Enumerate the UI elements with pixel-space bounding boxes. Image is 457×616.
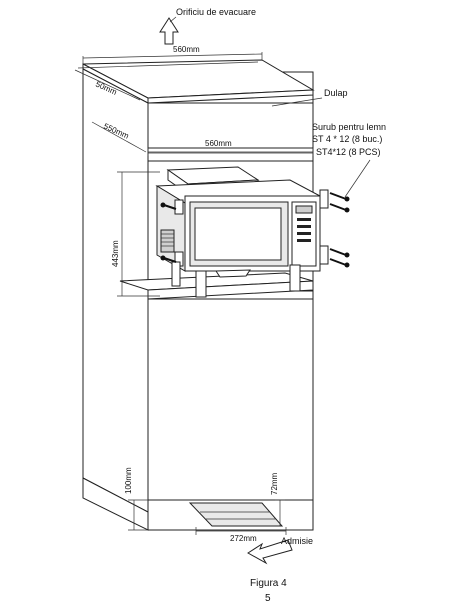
bracket-top-right bbox=[319, 189, 329, 209]
oven-side-grille bbox=[160, 229, 175, 253]
dim-height-label: 443mm bbox=[111, 240, 120, 267]
oven-side-grille-lines bbox=[161, 233, 174, 247]
bracket-top-left bbox=[174, 199, 184, 215]
dim-bottom-height-label: 100mm bbox=[124, 467, 133, 494]
bracket-bottom-right bbox=[319, 245, 329, 265]
dim-vent-width bbox=[195, 527, 287, 535]
exhaust-leader bbox=[169, 16, 177, 23]
oven-door-inner bbox=[194, 207, 282, 261]
oven-display bbox=[295, 205, 313, 214]
screw-icon bbox=[329, 258, 350, 268]
cabinet-leader bbox=[271, 97, 323, 107]
dim-top-width-label: 560mm bbox=[173, 45, 200, 54]
oven bbox=[155, 166, 329, 298]
dim-bottom-height bbox=[128, 499, 148, 531]
intake-label: Admisie bbox=[281, 536, 313, 546]
oven-leg bbox=[171, 261, 181, 287]
exhaust-arrow-icon bbox=[159, 17, 179, 45]
oven-leg bbox=[195, 270, 207, 298]
screw-spec: ST 4 * 12 (8 buc.) bbox=[312, 134, 382, 144]
screws bbox=[160, 192, 350, 268]
screw-icon bbox=[160, 255, 177, 263]
dim-depth bbox=[91, 121, 147, 153]
screw-spec-ghost: ST4*12 (8 PCS) bbox=[316, 147, 381, 157]
screw-icon bbox=[329, 248, 350, 258]
screw-icon bbox=[160, 202, 177, 210]
dim-top-width bbox=[77, 52, 263, 69]
cabinet-front-lower bbox=[147, 298, 314, 501]
screw-title: Surub pentru lemn bbox=[312, 122, 386, 132]
page-number-fragment: 5 bbox=[265, 593, 271, 604]
dim-vent-width-label: 272mm bbox=[230, 534, 257, 543]
oven-foot bbox=[215, 269, 251, 278]
screw-leader bbox=[344, 159, 371, 198]
oven-leg bbox=[289, 264, 301, 292]
exhaust-label: Orificiu de evacuare bbox=[176, 7, 256, 17]
dim-height bbox=[117, 171, 160, 297]
intake-vent bbox=[188, 502, 284, 527]
dim-vent-height-label: 72mm bbox=[270, 472, 279, 495]
dim-vent-height bbox=[275, 499, 285, 526]
figure-caption: Figura 4 bbox=[250, 578, 287, 589]
cabinet-label: Dulap bbox=[324, 88, 348, 98]
dim-top-depth bbox=[74, 69, 141, 101]
screw-icon bbox=[329, 192, 350, 202]
dim-inner-width bbox=[147, 148, 314, 156]
intake-arrow-icon bbox=[247, 539, 293, 565]
screw-icon bbox=[329, 203, 350, 213]
oven-control-buttons bbox=[297, 218, 311, 242]
dim-inner-width-label: 560mm bbox=[205, 139, 232, 148]
